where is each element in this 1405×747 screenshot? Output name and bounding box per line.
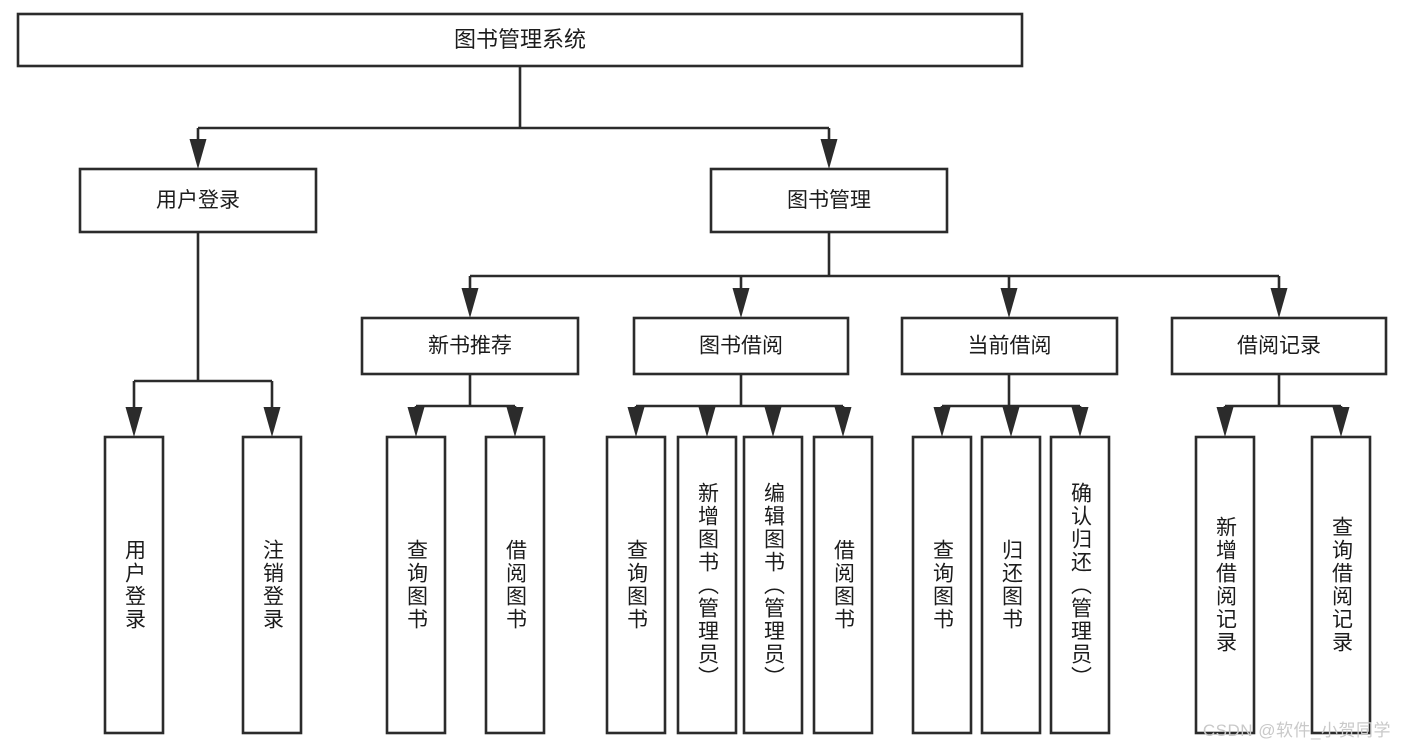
- connector-arrowhead: [933, 407, 951, 437]
- node-box[interactable]: [676, 435, 738, 735]
- connector-arrowhead: [1332, 407, 1350, 437]
- node-label: 借阅记录: [1237, 335, 1321, 358]
- node-box[interactable]: [78, 167, 318, 234]
- csdn-watermark: CSDN @软件_小贺同学: [1202, 721, 1391, 740]
- node-box[interactable]: [385, 435, 447, 735]
- level3-node-新书推荐[interactable]: 新书推荐: [360, 316, 580, 376]
- level2-node-图书管理[interactable]: 图书管理: [709, 167, 949, 234]
- node-box[interactable]: [742, 435, 804, 735]
- connector-arrowhead: [764, 407, 782, 437]
- level3-node-图书借阅[interactable]: 图书借阅: [632, 316, 850, 376]
- node-label: 图书借阅: [699, 335, 783, 358]
- node-box[interactable]: [605, 435, 667, 735]
- leaf-node-查询图书[interactable]: [911, 435, 973, 735]
- connector-arrowhead: [1071, 407, 1089, 437]
- node-box[interactable]: [900, 316, 1119, 376]
- connectors-layer: [125, 66, 1350, 437]
- node-label: 图书管理系统: [454, 27, 586, 52]
- connector-arrowhead: [820, 139, 838, 169]
- node-label: 图书管理: [787, 189, 871, 212]
- level3-node-当前借阅[interactable]: 当前借阅: [900, 316, 1119, 376]
- connector-arrowhead: [1002, 407, 1020, 437]
- node-box[interactable]: [709, 167, 949, 234]
- connector-group-新书推荐: [407, 374, 524, 437]
- connector-arrowhead: [461, 288, 479, 318]
- connector-arrowhead: [732, 288, 750, 318]
- connector-arrowhead: [407, 407, 425, 437]
- connector-group-图书借阅: [627, 374, 852, 437]
- level2-node-用户登录[interactable]: 用户登录: [78, 167, 318, 234]
- connector-arrowhead: [189, 139, 207, 169]
- leaf-node-用户登录[interactable]: [103, 435, 165, 735]
- connector-arrowhead: [263, 407, 281, 437]
- connector-arrowhead: [125, 407, 143, 437]
- node-box[interactable]: [360, 316, 580, 376]
- node-box[interactable]: [1170, 316, 1388, 376]
- leaf-node-新增图书管理员[interactable]: [676, 435, 738, 735]
- connector-arrowhead: [698, 407, 716, 437]
- leaf-node-借阅图书[interactable]: [812, 435, 874, 735]
- leaf-node-借阅图书[interactable]: [484, 435, 546, 735]
- node-label: 新书推荐: [428, 335, 512, 358]
- leaf-node-编辑图书管理员[interactable]: [742, 435, 804, 735]
- node-box[interactable]: [1049, 435, 1111, 735]
- node-label: 用户登录: [156, 189, 240, 212]
- node-box[interactable]: [241, 435, 303, 735]
- connector-arrowhead: [506, 407, 524, 437]
- leaf-node-查询图书[interactable]: [385, 435, 447, 735]
- connector-arrowhead: [1270, 288, 1288, 318]
- level3-node-借阅记录[interactable]: 借阅记录: [1170, 316, 1388, 376]
- node-box[interactable]: [812, 435, 874, 735]
- leaf-node-新增借阅记录[interactable]: [1194, 435, 1256, 735]
- connector-arrowhead: [627, 407, 645, 437]
- root-node-图书管理系统[interactable]: 图书管理系统: [16, 12, 1024, 68]
- node-box[interactable]: [103, 435, 165, 735]
- connector-group-图书管理: [461, 232, 1288, 318]
- connector-group-用户登录: [125, 232, 281, 437]
- node-box[interactable]: [16, 12, 1024, 68]
- node-box[interactable]: [911, 435, 973, 735]
- connector-group-当前借阅: [933, 374, 1089, 437]
- node-box[interactable]: [484, 435, 546, 735]
- leaf-node-确认归还管理员[interactable]: [1049, 435, 1111, 735]
- connector-arrowhead: [834, 407, 852, 437]
- leaf-node-注销登录[interactable]: [241, 435, 303, 735]
- connector-group-借阅记录: [1216, 374, 1350, 437]
- node-box[interactable]: [1310, 435, 1372, 735]
- connector-arrowhead: [1216, 407, 1234, 437]
- leaf-node-查询借阅记录[interactable]: [1310, 435, 1372, 735]
- node-box[interactable]: [1194, 435, 1256, 735]
- connector-arrowhead: [1000, 288, 1018, 318]
- leaf-node-查询图书[interactable]: [605, 435, 667, 735]
- connector-group-图书管理系统: [189, 66, 838, 169]
- node-box[interactable]: [632, 316, 850, 376]
- node-box[interactable]: [980, 435, 1042, 735]
- leaf-node-归还图书[interactable]: [980, 435, 1042, 735]
- node-label: 当前借阅: [968, 335, 1052, 358]
